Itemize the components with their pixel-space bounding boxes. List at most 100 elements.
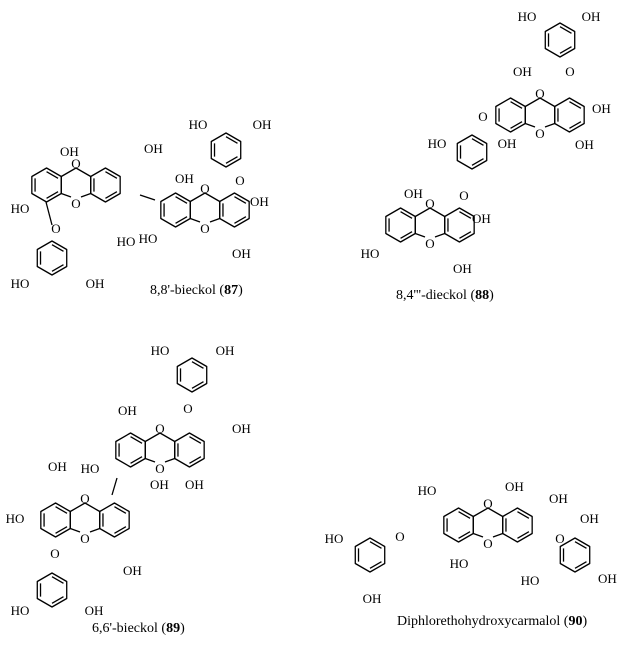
oxygen-atom: O [80,531,89,546]
benzene-ring-right [99,502,130,538]
compound-name: 8,8'-bieckol [150,283,216,298]
hydroxyl-group: HO [418,483,437,498]
hydroxyl-group: HO [450,556,469,571]
hydroxyl-group: OH [549,491,568,506]
oxygen-atom: O [425,236,434,251]
benzene-ring-right [90,167,121,203]
caption-87: 8,8'-bieckol (87) [150,283,243,298]
oxygen-atom: O [71,196,80,211]
oxygen-atom: O [483,496,492,511]
oxygen-atom: O [478,109,487,124]
hydroxyl-group: OH [175,171,194,186]
hydroxyl-group: HO [11,276,30,291]
benzene-ring-left [160,192,191,228]
oxygen-atom: O [535,86,544,101]
hydroxyl-group: HO [11,603,30,618]
benzene-ring-right [174,432,205,468]
oxygen-atom: O [535,126,544,141]
hydroxyl-group: OH [232,421,251,436]
benzene-ring-right [219,192,250,228]
hydroxyl-group: OH [582,9,601,24]
oxygen-atom: O [200,221,209,236]
caption-89: 6,6'-bieckol (89) [92,621,185,636]
hydroxyl-group: HO [81,461,100,476]
phloroglucinol-ring [36,240,68,276]
oxygen-atom: O [483,536,492,551]
oxygen-atom: O [155,421,164,436]
oxygen-atom: O [155,461,164,476]
hydroxyl-group: HO [189,117,208,132]
hydroxyl-group: HO [11,201,30,216]
phloroglucinol-ring [544,22,576,58]
compound-number: 89 [166,621,181,636]
dioxin-ring [189,192,221,223]
compound-name: 6,6'-bieckol [92,621,158,636]
bond [45,201,53,226]
hydroxyl-group: OH [592,101,611,116]
hydroxyl-group: OH [363,591,382,606]
benzene-ring-right [554,97,585,133]
phloroglucinol-ring [176,357,208,393]
caption-88: 8,4'''-dieckol (88) [396,288,494,303]
compound-number: 88 [475,288,490,303]
dioxin-ring [69,502,101,533]
hydroxyl-group: HO [428,136,447,151]
dioxin-ring [414,207,446,238]
hydroxyl-group: OH [513,64,532,79]
oxygen-atom: O [71,156,80,171]
benzene-ring-left [40,502,71,538]
compound-number: 87 [224,283,239,298]
benzene-ring-left [115,432,146,468]
benzene-ring-left [385,207,416,243]
compound-number: 90 [568,614,583,629]
oxygen-atom: O [565,64,574,79]
compound-name: Diphlorethohydroxycarmalol [397,614,561,629]
phloroglucinol-ring [210,132,242,168]
benzene-ring-right [444,207,475,243]
hydroxyl-group: OH [86,276,105,291]
hydroxyl-group: HO [521,573,540,588]
dioxin-ring [60,167,92,198]
hydroxyl-group: OH [118,403,137,418]
oxygen-atom: O [50,546,59,561]
caption-90: Diphlorethohydroxycarmalol (90) [397,614,588,629]
hydroxyl-group: OH [150,477,169,492]
phloroglucinol-ring [354,537,386,573]
phloroglucinol-ring [36,572,68,608]
hydroxyl-group: OH [250,194,269,209]
hydroxyl-group: OH [498,136,517,151]
phloroglucinol-ring [456,134,488,170]
oxygen-atom: O [80,491,89,506]
oxygen-atom: O [395,529,404,544]
hydroxyl-group: OH [253,117,272,132]
hydroxyl-group: OH [472,211,491,226]
hydroxyl-group: OH [185,477,204,492]
hydroxyl-group: OH [144,141,163,156]
benzene-ring-right [502,507,533,543]
hydroxyl-group: HO [361,246,380,261]
oxygen-atom: O [51,221,60,236]
hydroxyl-group: OH [85,603,104,618]
benzene-ring-left [443,507,474,543]
compound-name: 8,4'''-dieckol [396,288,467,303]
dioxin-ring [472,507,504,538]
dioxin-ring [524,97,556,128]
oxygen-atom: O [183,401,192,416]
hydroxyl-group: OH [48,459,67,474]
hydroxyl-group: HO [6,511,25,526]
hydroxyl-group: OH [505,479,524,494]
oxygen-atom: O [555,531,564,546]
hydroxyl-group: OH [60,144,79,159]
hydroxyl-group: OH [232,246,251,261]
hydroxyl-group: HO [151,343,170,358]
hydroxyl-group: HO [117,234,136,249]
phloroglucinol-ring [559,537,591,573]
hydroxyl-group: HO [139,231,158,246]
oxygen-atom: O [425,196,434,211]
hydroxyl-group: OH [580,511,599,526]
hydroxyl-group: OH [123,563,142,578]
hydroxyl-group: OH [575,137,594,152]
hydroxyl-group: HO [325,531,344,546]
bond [139,194,156,201]
